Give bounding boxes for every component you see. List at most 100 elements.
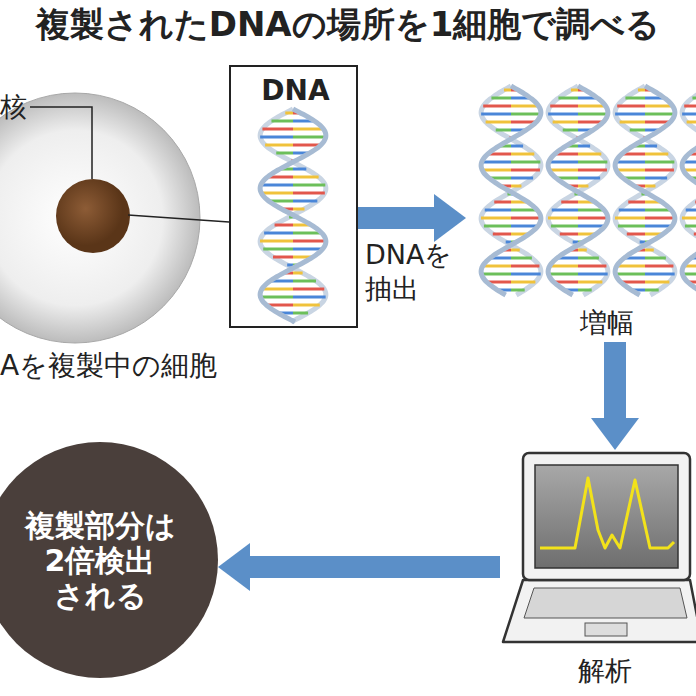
base-pair bbox=[511, 153, 534, 156]
base-pair bbox=[273, 256, 293, 259]
dna-strand bbox=[260, 109, 326, 322]
base-pair bbox=[483, 265, 511, 268]
base-pair bbox=[511, 161, 540, 164]
base-pair bbox=[578, 265, 606, 268]
base-pair bbox=[496, 129, 511, 132]
base-pair bbox=[560, 233, 578, 236]
base-pair bbox=[293, 272, 303, 275]
base-pair bbox=[511, 257, 532, 260]
base-pair bbox=[511, 289, 525, 292]
dna-strand bbox=[682, 86, 696, 295]
base-pair bbox=[684, 105, 696, 108]
flow-arrow bbox=[604, 342, 626, 418]
base-pair bbox=[563, 129, 578, 132]
base-pair bbox=[645, 249, 654, 252]
base-pair bbox=[645, 273, 675, 276]
analysis-laptop: 解析 bbox=[500, 450, 696, 690]
dna-box: DNA bbox=[229, 65, 358, 328]
base-pair bbox=[481, 113, 511, 116]
base-pair bbox=[293, 288, 324, 291]
base-pair bbox=[578, 257, 599, 260]
dna-helix bbox=[615, 86, 675, 295]
base-pair bbox=[619, 209, 645, 212]
base-pair bbox=[578, 105, 606, 108]
base-pair bbox=[484, 225, 511, 228]
base-pair bbox=[511, 185, 521, 188]
base-pair bbox=[645, 161, 674, 164]
laptop-screen-bezel bbox=[523, 453, 690, 580]
base-pair bbox=[293, 296, 326, 299]
base-pair bbox=[578, 145, 590, 148]
base-pair bbox=[293, 280, 316, 283]
base-pair bbox=[615, 217, 645, 220]
base-pair bbox=[262, 288, 293, 291]
part-label: 核 bbox=[0, 90, 27, 124]
base-pair bbox=[276, 152, 293, 155]
base-pair bbox=[504, 89, 511, 92]
base-pair bbox=[260, 240, 293, 243]
base-pair bbox=[578, 113, 608, 116]
cell-illustration: Aを複製中の細胞 bbox=[0, 90, 205, 390]
base-pair bbox=[548, 273, 578, 276]
base-pair bbox=[285, 112, 293, 115]
base-pair bbox=[578, 153, 601, 156]
trackpad bbox=[585, 623, 627, 636]
base-pair bbox=[616, 169, 645, 172]
base-pair bbox=[293, 176, 319, 179]
keyboard bbox=[524, 588, 687, 618]
base-pair bbox=[261, 184, 293, 187]
base-pair bbox=[578, 249, 587, 252]
base-pair bbox=[627, 233, 645, 236]
base-pair bbox=[494, 201, 511, 204]
base-pair bbox=[645, 145, 657, 148]
base-pair bbox=[511, 217, 541, 220]
dna-helix bbox=[260, 109, 326, 322]
base-pair bbox=[571, 89, 578, 92]
base-pair bbox=[549, 161, 578, 164]
base-pair bbox=[628, 201, 645, 204]
base-pair bbox=[617, 105, 645, 108]
base-pair bbox=[549, 169, 578, 172]
laptop-display bbox=[535, 465, 678, 568]
base-pair bbox=[485, 209, 511, 212]
base-pair bbox=[645, 281, 669, 284]
base-pair bbox=[481, 273, 511, 276]
base-pair bbox=[615, 273, 645, 276]
base-pair bbox=[682, 113, 696, 116]
base-pair bbox=[511, 281, 535, 284]
result-circle-shape bbox=[0, 442, 218, 678]
base-pair bbox=[645, 177, 667, 180]
base-pair bbox=[692, 97, 696, 100]
base-pair bbox=[511, 265, 539, 268]
base-pair bbox=[511, 249, 520, 252]
base-pair bbox=[645, 217, 675, 220]
base-pair bbox=[511, 169, 540, 172]
base-pair bbox=[645, 265, 673, 268]
base-pair bbox=[682, 217, 696, 220]
base-pair bbox=[293, 304, 320, 307]
analysis-laptop-shape bbox=[500, 450, 696, 690]
nucleus bbox=[56, 179, 130, 253]
base-pair bbox=[260, 136, 293, 139]
flow-arrow bbox=[358, 207, 434, 229]
base-pair bbox=[561, 201, 578, 204]
base-pair bbox=[578, 177, 600, 180]
base-pair bbox=[260, 296, 293, 299]
base-pair bbox=[264, 232, 293, 235]
base-pair bbox=[548, 113, 578, 116]
base-pair bbox=[482, 169, 511, 172]
base-pair bbox=[293, 200, 317, 203]
base-pair bbox=[486, 121, 511, 124]
base-pair bbox=[293, 184, 325, 187]
base-pair bbox=[578, 281, 602, 284]
amplified-dna-shape bbox=[466, 80, 696, 342]
base-pair bbox=[550, 105, 578, 108]
base-pair bbox=[630, 129, 645, 132]
base-pair bbox=[617, 265, 645, 268]
dna-strand bbox=[682, 86, 696, 295]
base-pair bbox=[625, 97, 645, 100]
base-pair bbox=[275, 224, 293, 227]
base-pair bbox=[511, 145, 523, 148]
base-pair bbox=[578, 185, 588, 188]
